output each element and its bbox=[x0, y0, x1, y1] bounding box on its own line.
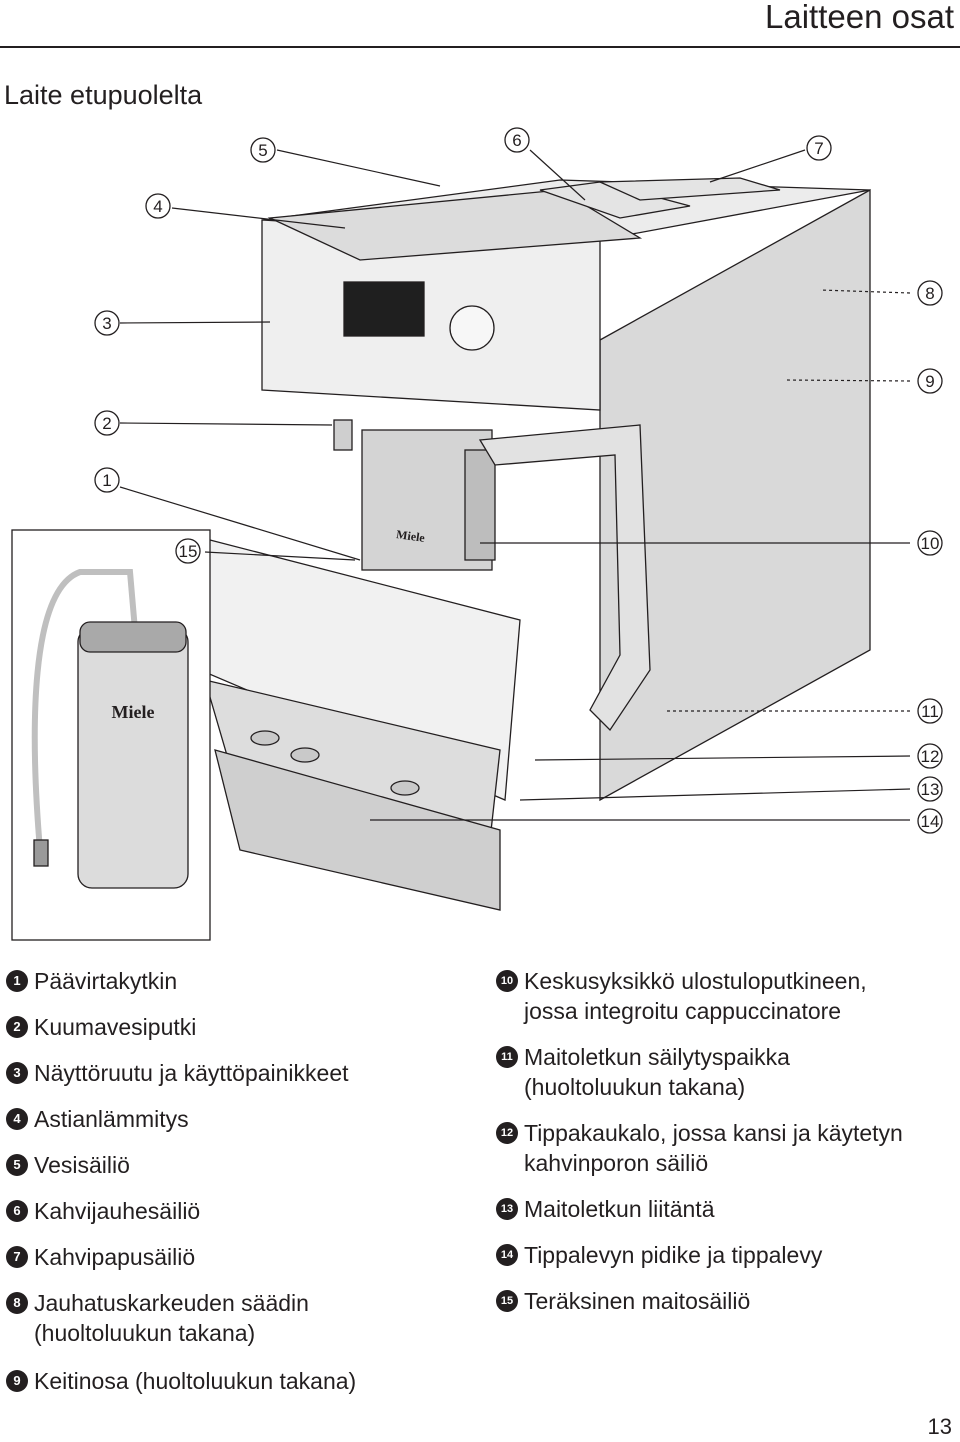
callout-6: 6 bbox=[504, 127, 530, 153]
svg-text:14: 14 bbox=[921, 812, 940, 831]
machine-brand: Miele bbox=[395, 527, 426, 545]
callout-1: 1 bbox=[94, 467, 120, 493]
callout-10: 10 bbox=[917, 530, 943, 556]
milk-container-brand: Miele bbox=[112, 702, 155, 722]
svg-text:2: 2 bbox=[102, 414, 111, 433]
callout-15: 15 bbox=[175, 538, 201, 564]
callout-4: 4 bbox=[145, 193, 171, 219]
svg-text:11: 11 bbox=[921, 702, 939, 721]
callout-12: 12 bbox=[917, 743, 943, 769]
header-rule bbox=[0, 46, 960, 48]
svg-text:7: 7 bbox=[814, 139, 823, 158]
coffee-machine-illustration: Miele Miele 1 2 3 4 5 6 7 8 9 10 11 12 1… bbox=[11, 127, 943, 941]
callout-8: 8 bbox=[917, 280, 943, 306]
svg-text:10: 10 bbox=[921, 534, 940, 553]
svg-text:6: 6 bbox=[512, 131, 521, 150]
svg-text:13: 13 bbox=[921, 780, 940, 799]
callout-2: 2 bbox=[94, 410, 120, 436]
page-header-title: Laitteen osat bbox=[765, 0, 954, 35]
svg-text:1: 1 bbox=[102, 471, 111, 490]
svg-text:5: 5 bbox=[258, 141, 267, 160]
callout-11: 11 bbox=[917, 698, 943, 724]
svg-text:12: 12 bbox=[921, 747, 940, 766]
svg-text:8: 8 bbox=[925, 284, 934, 303]
callout-5: 5 bbox=[250, 137, 276, 163]
callout-14: 14 bbox=[917, 808, 943, 834]
section-title: Laite etupuolelta bbox=[4, 80, 203, 110]
callout-9: 9 bbox=[917, 368, 943, 394]
callout-7: 7 bbox=[806, 135, 832, 161]
callout-13: 13 bbox=[917, 776, 943, 802]
svg-text:3: 3 bbox=[102, 314, 111, 333]
callout-3: 3 bbox=[94, 310, 120, 336]
page-number: 13 bbox=[927, 1414, 952, 1439]
svg-text:4: 4 bbox=[153, 197, 162, 216]
svg-text:15: 15 bbox=[179, 542, 198, 561]
svg-text:9: 9 bbox=[925, 372, 934, 391]
